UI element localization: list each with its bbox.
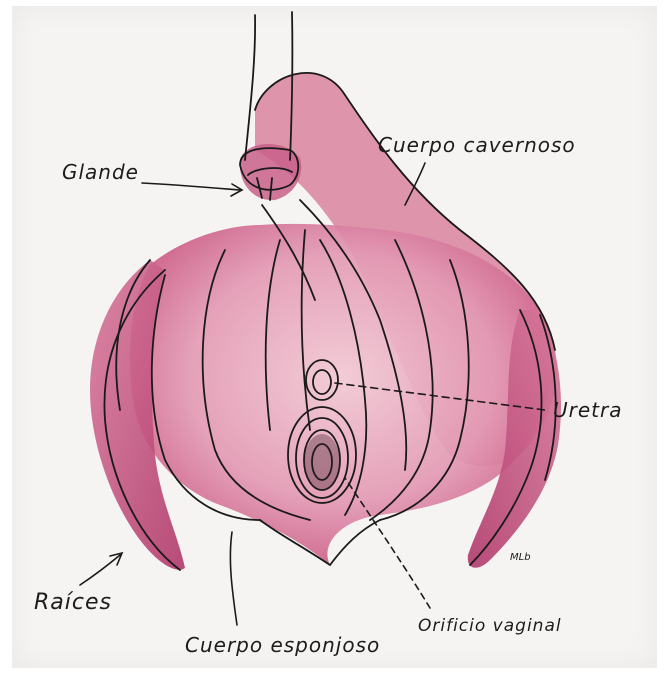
artist-signature: MLb (510, 552, 531, 563)
label-cuerpo-esponjoso: Cuerpo esponjoso (185, 633, 380, 657)
label-cuerpo-cavernoso: Cuerpo cavernoso (378, 133, 576, 157)
label-glande: Glande (62, 160, 139, 184)
label-raices: Raíces (34, 590, 112, 615)
label-orificio-vaginal: Orificio vaginal (418, 616, 562, 636)
label-uretra: Uretra (553, 398, 623, 422)
